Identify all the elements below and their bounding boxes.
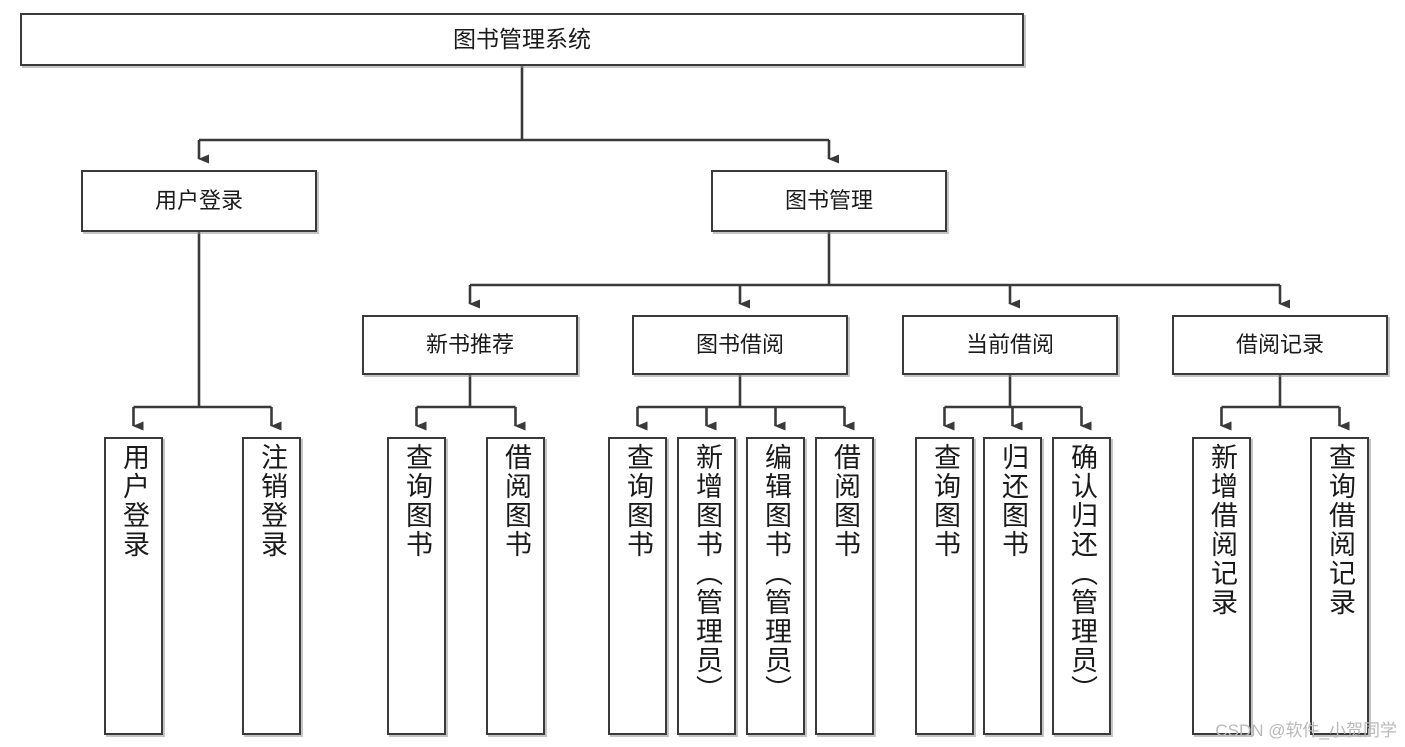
node-current-borrow[interactable]: 当前借阅 <box>902 315 1118 375</box>
node-book-borrow[interactable]: 图书借阅 <box>632 315 848 375</box>
node-leaf-add-book-admin[interactable]: 新增图书（管理员） <box>677 437 736 735</box>
node-new-book-recommend[interactable]: 新书推荐 <box>362 315 578 375</box>
node-leaf-edit-book-admin[interactable]: 编辑图书（管理员） <box>746 437 805 735</box>
node-root-label: 图书管理系统 <box>453 25 591 52</box>
node-leaf-borrow-book[interactable]: 借阅图书 <box>815 437 874 735</box>
csdn-watermark: CSDN @软件_小贺同学 <box>1215 721 1397 740</box>
node-leaf-query-book-borrow-label: 查询图书 <box>623 443 653 559</box>
node-leaf-confirm-return-admin[interactable]: 确认归还（管理员） <box>1052 437 1111 735</box>
node-current-borrow-label: 当前借阅 <box>965 332 1054 358</box>
node-leaf-return-book[interactable]: 归还图书 <box>983 437 1042 735</box>
node-root[interactable]: 图书管理系统 <box>20 13 1024 66</box>
node-leaf-query-borrow-record[interactable]: 查询借阅记录 <box>1310 437 1369 735</box>
node-leaf-user-login-label: 用户登录 <box>119 443 149 559</box>
node-borrow-record[interactable]: 借阅记录 <box>1172 315 1388 375</box>
node-leaf-query-book-borrow[interactable]: 查询图书 <box>608 437 667 735</box>
node-leaf-borrow-book-label: 借阅图书 <box>830 443 860 559</box>
node-user-login[interactable]: 用户登录 <box>81 170 317 232</box>
node-borrow-record-label: 借阅记录 <box>1235 332 1324 358</box>
node-leaf-query-book-new[interactable]: 查询图书 <box>387 437 446 735</box>
node-leaf-edit-book-admin-label: 编辑图书（管理员） <box>761 443 791 704</box>
node-leaf-query-book-new-label: 查询图书 <box>402 443 432 559</box>
node-leaf-query-book-current[interactable]: 查询图书 <box>915 437 974 735</box>
node-leaf-logout[interactable]: 注销登录 <box>242 437 301 735</box>
node-book-borrow-label: 图书借阅 <box>695 332 784 358</box>
node-new-book-recommend-label: 新书推荐 <box>425 332 514 358</box>
node-book-management[interactable]: 图书管理 <box>711 170 947 232</box>
node-leaf-add-book-admin-label: 新增图书（管理员） <box>692 443 722 704</box>
node-leaf-add-borrow-record[interactable]: 新增借阅记录 <box>1192 437 1251 735</box>
node-leaf-borrow-book-new-label: 借阅图书 <box>501 443 531 559</box>
node-leaf-user-login[interactable]: 用户登录 <box>104 437 163 735</box>
node-leaf-logout-label: 注销登录 <box>257 443 287 559</box>
node-user-login-label: 用户登录 <box>154 188 243 214</box>
node-leaf-confirm-return-admin-label: 确认归还（管理员） <box>1067 443 1097 704</box>
node-leaf-return-book-label: 归还图书 <box>998 443 1028 559</box>
node-leaf-query-book-current-label: 查询图书 <box>930 443 960 559</box>
node-leaf-add-borrow-record-label: 新增借阅记录 <box>1207 443 1237 617</box>
node-leaf-query-borrow-record-label: 查询借阅记录 <box>1325 443 1355 617</box>
node-leaf-borrow-book-new[interactable]: 借阅图书 <box>486 437 545 735</box>
node-book-management-label: 图书管理 <box>784 188 873 214</box>
